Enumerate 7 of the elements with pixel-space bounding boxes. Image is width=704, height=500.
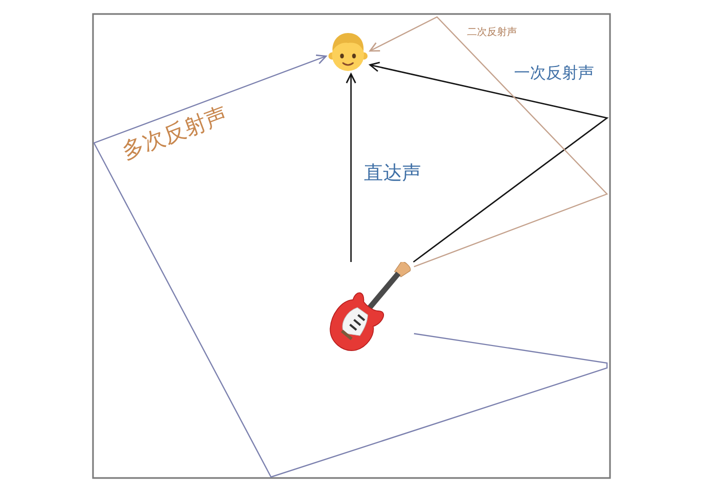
arrow bbox=[346, 73, 356, 262]
arrow bbox=[369, 16, 608, 268]
edge-label: 二次反射声 bbox=[465, 27, 519, 39]
face-icon bbox=[326, 30, 370, 74]
arrow bbox=[369, 62, 609, 263]
edge-label: 一次反射声 bbox=[512, 64, 596, 82]
edge-label: 直达声 bbox=[362, 163, 423, 184]
